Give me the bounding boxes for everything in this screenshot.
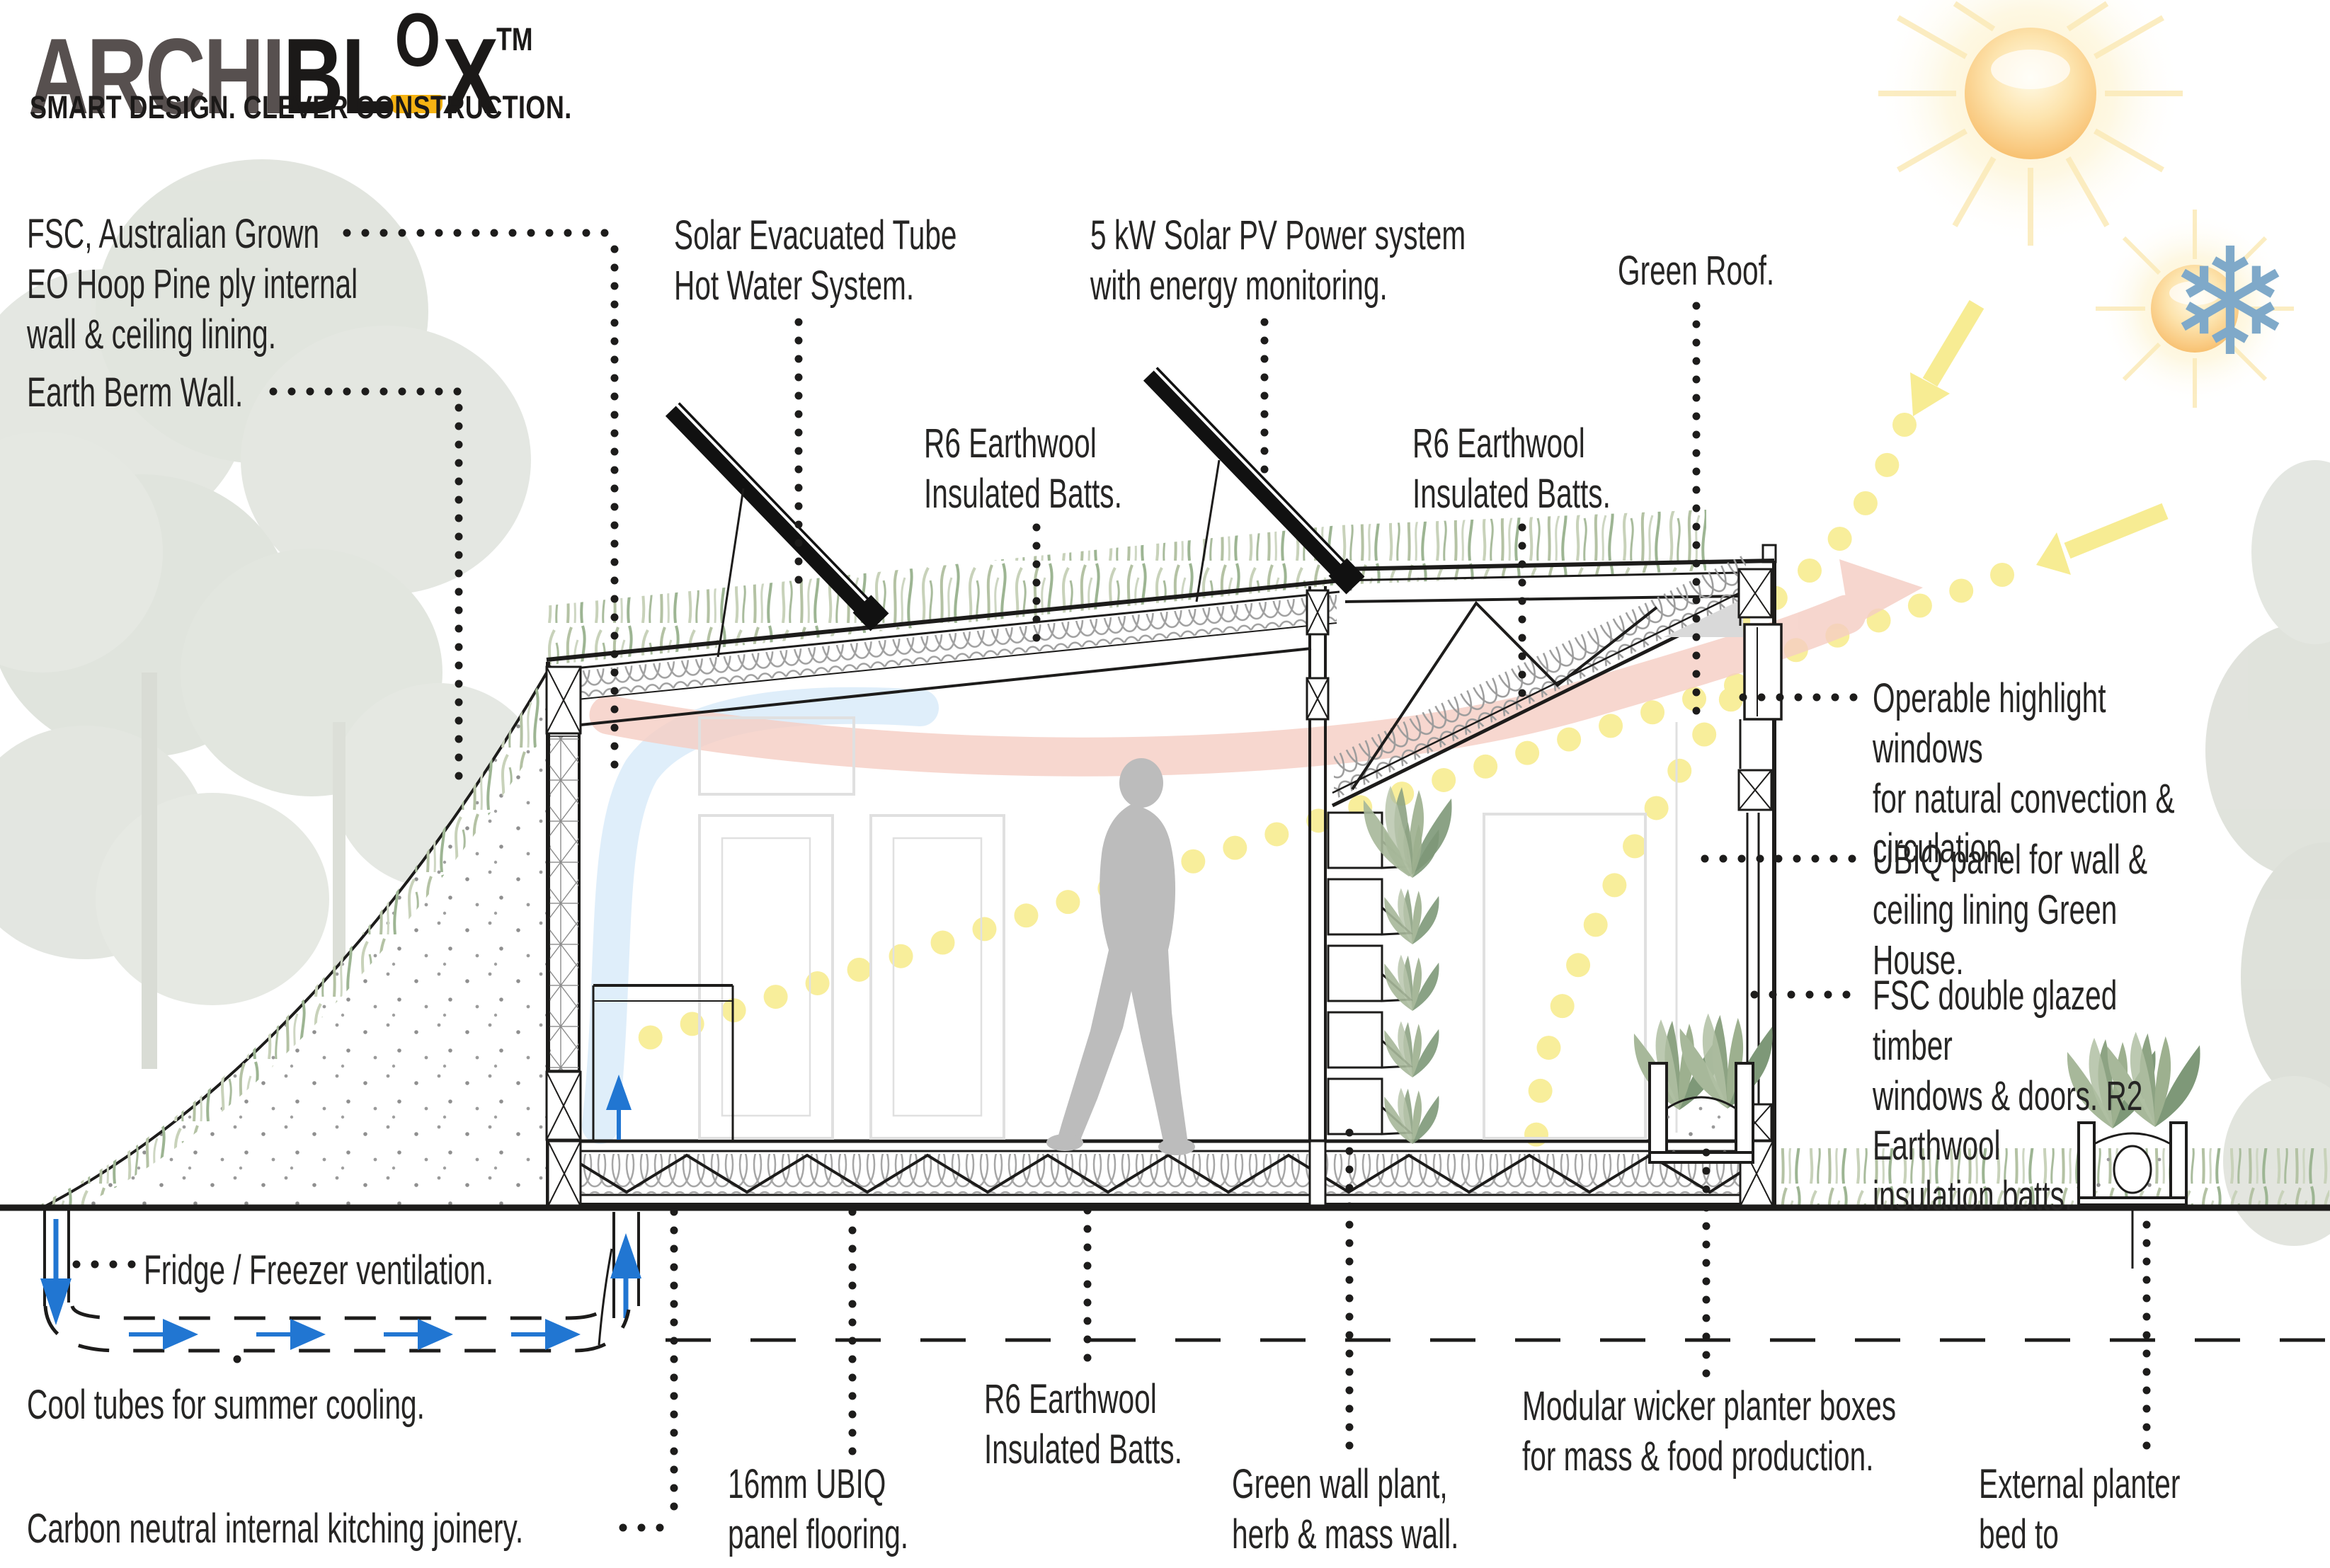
label-fsc-ply: FSC, Australian Grown EO Hoop Pine ply i… [27, 211, 358, 357]
label-green-wall: Green wall plant, herb & mass wall. [1232, 1461, 1459, 1557]
summer-sun-ray [1710, 299, 1985, 642]
fridge-vent-up-arrow [610, 1233, 641, 1318]
label-carbon-joinery: Carbon neutral internal kitching joinery… [27, 1506, 524, 1552]
label-solar-hot-water: Solar Evacuated Tube Hot Water System. [674, 212, 957, 309]
earth-berm [39, 664, 552, 1209]
green-roof-grass [544, 510, 1706, 665]
label-external-planter: External planter bed to take grey water … [1979, 1461, 2181, 1568]
house-section [545, 544, 1783, 1208]
trademark-symbol: TM [496, 21, 533, 58]
label-r6-roof-right: R6 Earthwool Insulated Batts. [1412, 420, 1611, 517]
interior-fittings [698, 716, 1678, 1140]
external-planter [2067, 1031, 2200, 1269]
cool-tube [43, 1305, 631, 1353]
label-green-roof: Green Roof. [1618, 248, 1775, 294]
green-wall-planters [1327, 786, 1452, 1144]
label-r6-roof-left: R6 Earthwool Insulated Batts. [924, 420, 1122, 517]
logo-text-x: X [442, 16, 498, 137]
label-ubiq-wall: UBIQ panel for wall & ceiling lining Gre… [1873, 837, 2148, 983]
fridge-vent-down-arrow [40, 1219, 72, 1325]
label-operable-windows: Operable highlight windows for natural c… [1873, 675, 2175, 872]
logo-yellow-base [390, 95, 443, 113]
summer-sun-icon [1878, 0, 2183, 246]
label-modular-planters: Modular wicker planter boxes for mass & … [1522, 1383, 1897, 1480]
interior-planter [1633, 1013, 1773, 1164]
solar-pv-panel [1143, 367, 1365, 602]
fridge-vent-arrow-interior [606, 1075, 632, 1140]
label-solar-pv: 5 kW Solar PV Power system with energy m… [1090, 212, 1466, 309]
person-silhouette [1046, 758, 1195, 1155]
vent-ducts [43, 1211, 640, 1346]
solar-hot-water-collector [665, 402, 889, 658]
cool-air-flow [582, 687, 939, 1144]
snowflake-icon: ❄ [2168, 216, 2292, 389]
logo-o-accent: O [390, 1, 443, 113]
winter-sun-icon [2096, 210, 2294, 408]
label-ubiq-floor: 16mm UBIQ panel flooring. [728, 1461, 909, 1557]
kitchen-joinery [592, 984, 734, 1141]
cool-tube-flow-arrows [129, 1319, 581, 1350]
label-cool-tubes: Cool tubes for summer cooling. [27, 1382, 425, 1428]
label-fsc-glazing: FSC double glazed timber windows & doors… [1873, 973, 2143, 1219]
leader-lines [72, 229, 2151, 1532]
logo-text-archi: ARCHI [28, 16, 285, 137]
label-fridge-vent: Fridge / Freezer ventilation. [144, 1247, 494, 1293]
logo-tagline: SMART DESIGN. CLEVER CONSTRUCTION. [30, 89, 572, 125]
label-r6-floor: R6 Earthwool Insulated Batts. [984, 1376, 1182, 1472]
ground-grass [1776, 1148, 2329, 1208]
logo-text-bl: BL [282, 16, 393, 137]
label-earth-berm: Earth Berm Wall. [27, 370, 244, 416]
